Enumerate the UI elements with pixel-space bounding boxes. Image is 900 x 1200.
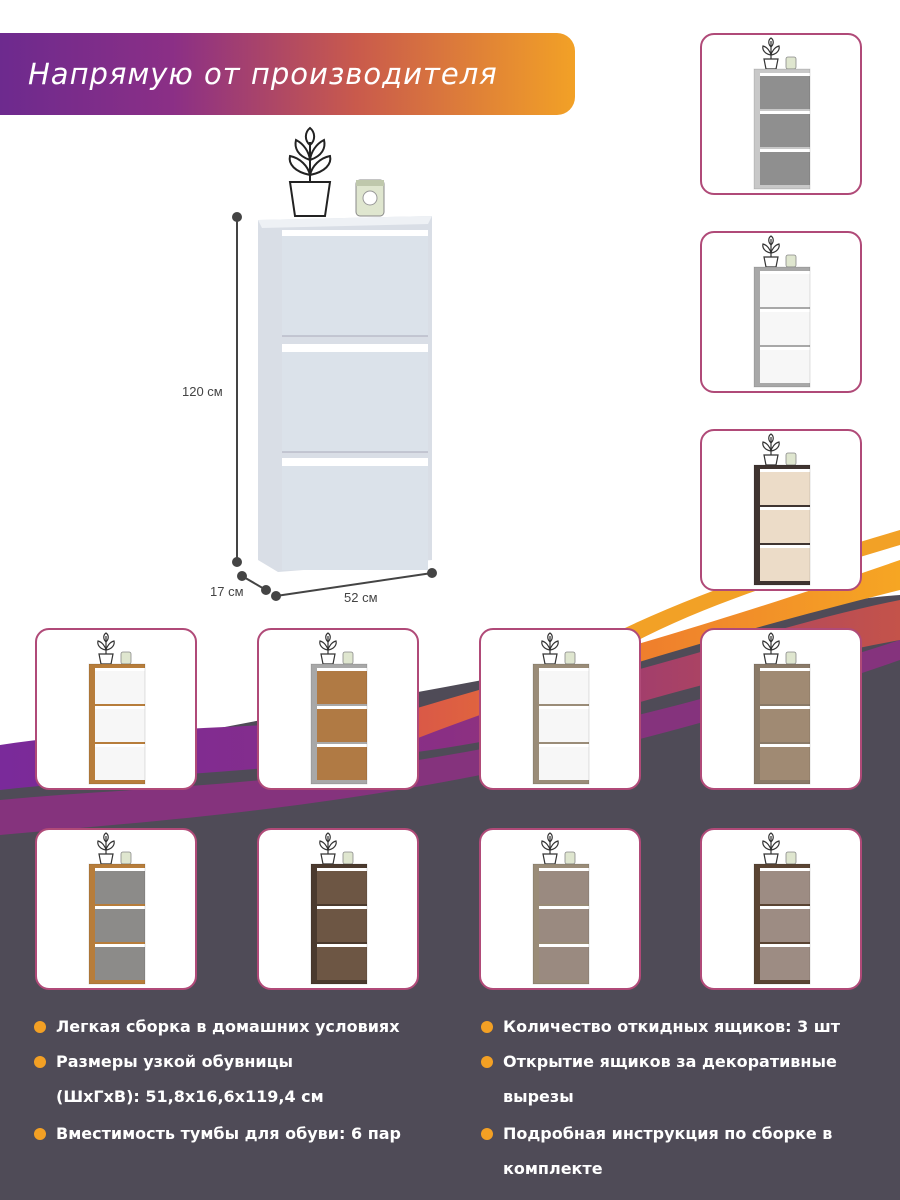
plant-icon	[541, 832, 559, 865]
dimension-lines	[232, 212, 437, 601]
variant-card[interactable]	[257, 828, 419, 990]
cabinet-thumbnail	[753, 235, 811, 388]
feature-item: Открытие ящиков за декоративные	[481, 1044, 837, 1080]
variant-card[interactable]	[479, 628, 641, 790]
bullet-icon	[481, 1128, 493, 1140]
variant-card[interactable]	[35, 828, 197, 990]
cabinet-thumbnail	[753, 632, 811, 785]
feature-item: Легкая сборка в домашних условиях	[34, 1009, 400, 1045]
header-banner: Напрямую от производителя	[0, 33, 575, 115]
main-product-drawing	[232, 126, 437, 601]
candle-icon	[564, 851, 576, 865]
variant-card[interactable]	[257, 628, 419, 790]
banner-title: Напрямую от производителя	[28, 57, 498, 91]
candle-icon	[120, 851, 132, 865]
plant-icon	[97, 632, 115, 665]
variant-card[interactable]	[700, 231, 862, 393]
cabinet-thumbnail	[532, 632, 590, 785]
candle-icon	[785, 851, 797, 865]
dimension-width-label: 52 см	[344, 590, 378, 605]
candle-icon	[785, 254, 797, 268]
variant-card[interactable]	[700, 828, 862, 990]
feature-item: Размеры узкой обувницы	[34, 1044, 293, 1080]
candle-icon	[785, 56, 797, 70]
plant-icon	[762, 433, 780, 466]
plant-icon	[762, 632, 780, 665]
feature-item-continued: вырезы	[503, 1087, 574, 1106]
feature-item: Подробная инструкция по сборке в	[481, 1116, 832, 1152]
plant-icon	[762, 832, 780, 865]
plant-icon	[288, 126, 332, 217]
feature-item: Количество откидных ящиков: 3 шт	[481, 1009, 840, 1045]
candle-icon	[120, 651, 132, 665]
cabinet-thumbnail	[753, 433, 811, 586]
cabinet-thumbnail	[753, 832, 811, 985]
plant-icon	[762, 235, 780, 268]
shoe-cabinet	[258, 216, 432, 572]
bullet-icon	[481, 1056, 493, 1068]
candle-icon	[342, 651, 354, 665]
dimension-height-label: 120 см	[182, 384, 223, 399]
plant-icon	[319, 832, 337, 865]
bullet-icon	[34, 1128, 46, 1140]
variant-card[interactable]	[700, 33, 862, 195]
plant-icon	[319, 632, 337, 665]
variant-card[interactable]	[700, 628, 862, 790]
candle-icon	[785, 651, 797, 665]
candle-icon	[564, 651, 576, 665]
features-list: Легкая сборка в домашних условиях Размер…	[0, 1005, 900, 1200]
cabinet-thumbnail	[310, 632, 368, 785]
cabinet-thumbnail	[88, 632, 146, 785]
bullet-icon	[34, 1056, 46, 1068]
feature-item-continued: (ШхГхВ): 51,8х16,6х119,4 см	[56, 1087, 324, 1106]
candle-icon	[785, 452, 797, 466]
cabinet-thumbnail	[532, 832, 590, 985]
variant-card[interactable]	[700, 429, 862, 591]
feature-item: Вместимость тумбы для обуви: 6 пар	[34, 1116, 401, 1152]
plant-icon	[97, 832, 115, 865]
variant-card[interactable]	[479, 828, 641, 990]
plant-icon	[762, 37, 780, 70]
cabinet-thumbnail	[310, 832, 368, 985]
candle-icon	[355, 179, 385, 217]
cabinet-thumbnail	[88, 832, 146, 985]
feature-item-continued: комплекте	[503, 1159, 603, 1178]
bullet-icon	[34, 1021, 46, 1033]
variant-card[interactable]	[35, 628, 197, 790]
plant-icon	[541, 632, 559, 665]
candle-icon	[342, 851, 354, 865]
cabinet-thumbnail	[753, 37, 811, 190]
bullet-icon	[481, 1021, 493, 1033]
dimension-depth-label: 17 см	[210, 584, 244, 599]
